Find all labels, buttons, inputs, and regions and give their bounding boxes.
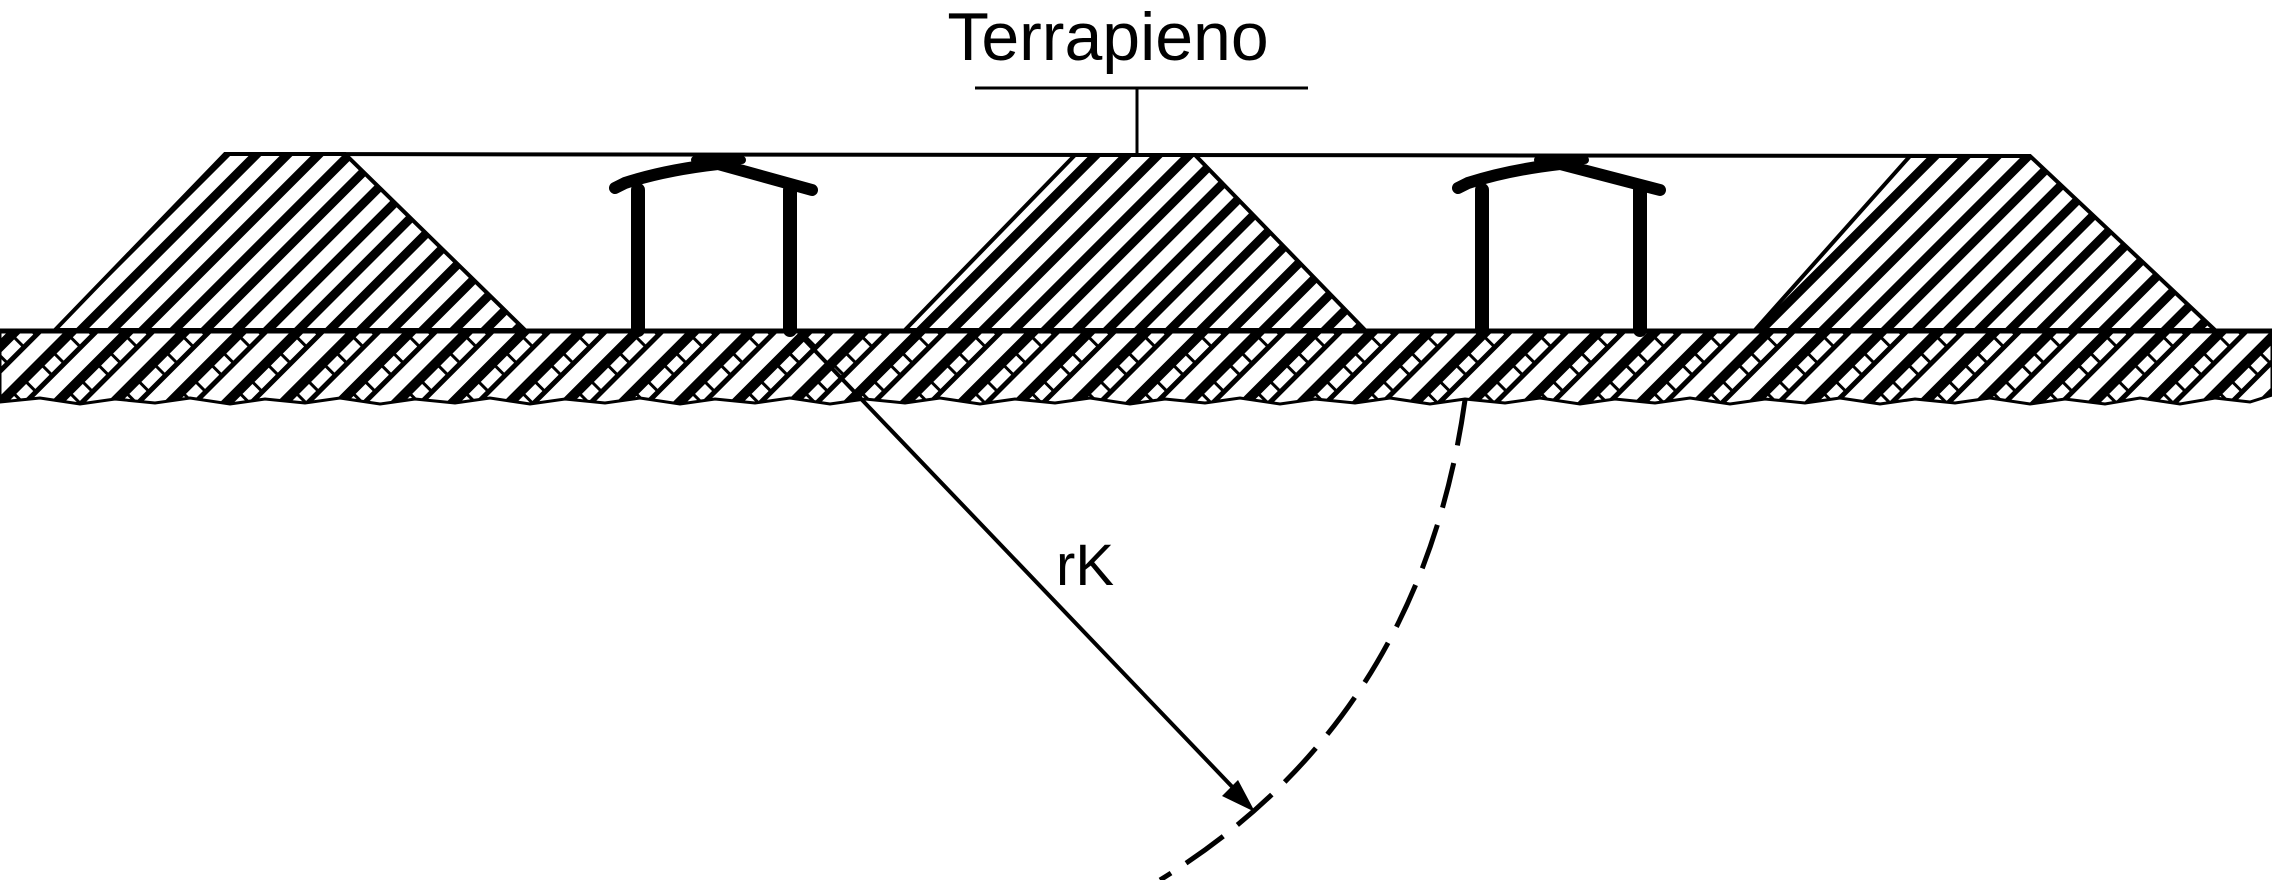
berm-center: [900, 153, 1370, 332]
title-callout: Terrapieno: [947, 0, 1308, 156]
radius-arrow-line: [798, 333, 1242, 797]
title-label: Terrapieno: [947, 0, 1268, 75]
support-frame-right: [1452, 156, 1666, 337]
canopy-left: [609, 158, 818, 196]
ground-hatch: [0, 330, 2272, 406]
slip-circle-arc: [1158, 399, 1468, 880]
radius-label: rK: [1056, 533, 1114, 598]
berm-right: [1750, 154, 2221, 332]
radius-indicator: rK: [798, 333, 1468, 880]
berms: [50, 152, 2221, 332]
radius-arrowhead: [1222, 780, 1255, 812]
canopy-right: [1452, 158, 1666, 196]
ground-stratum: [0, 328, 2272, 406]
support-frame-left: [609, 156, 818, 337]
berm-left: [50, 152, 530, 332]
